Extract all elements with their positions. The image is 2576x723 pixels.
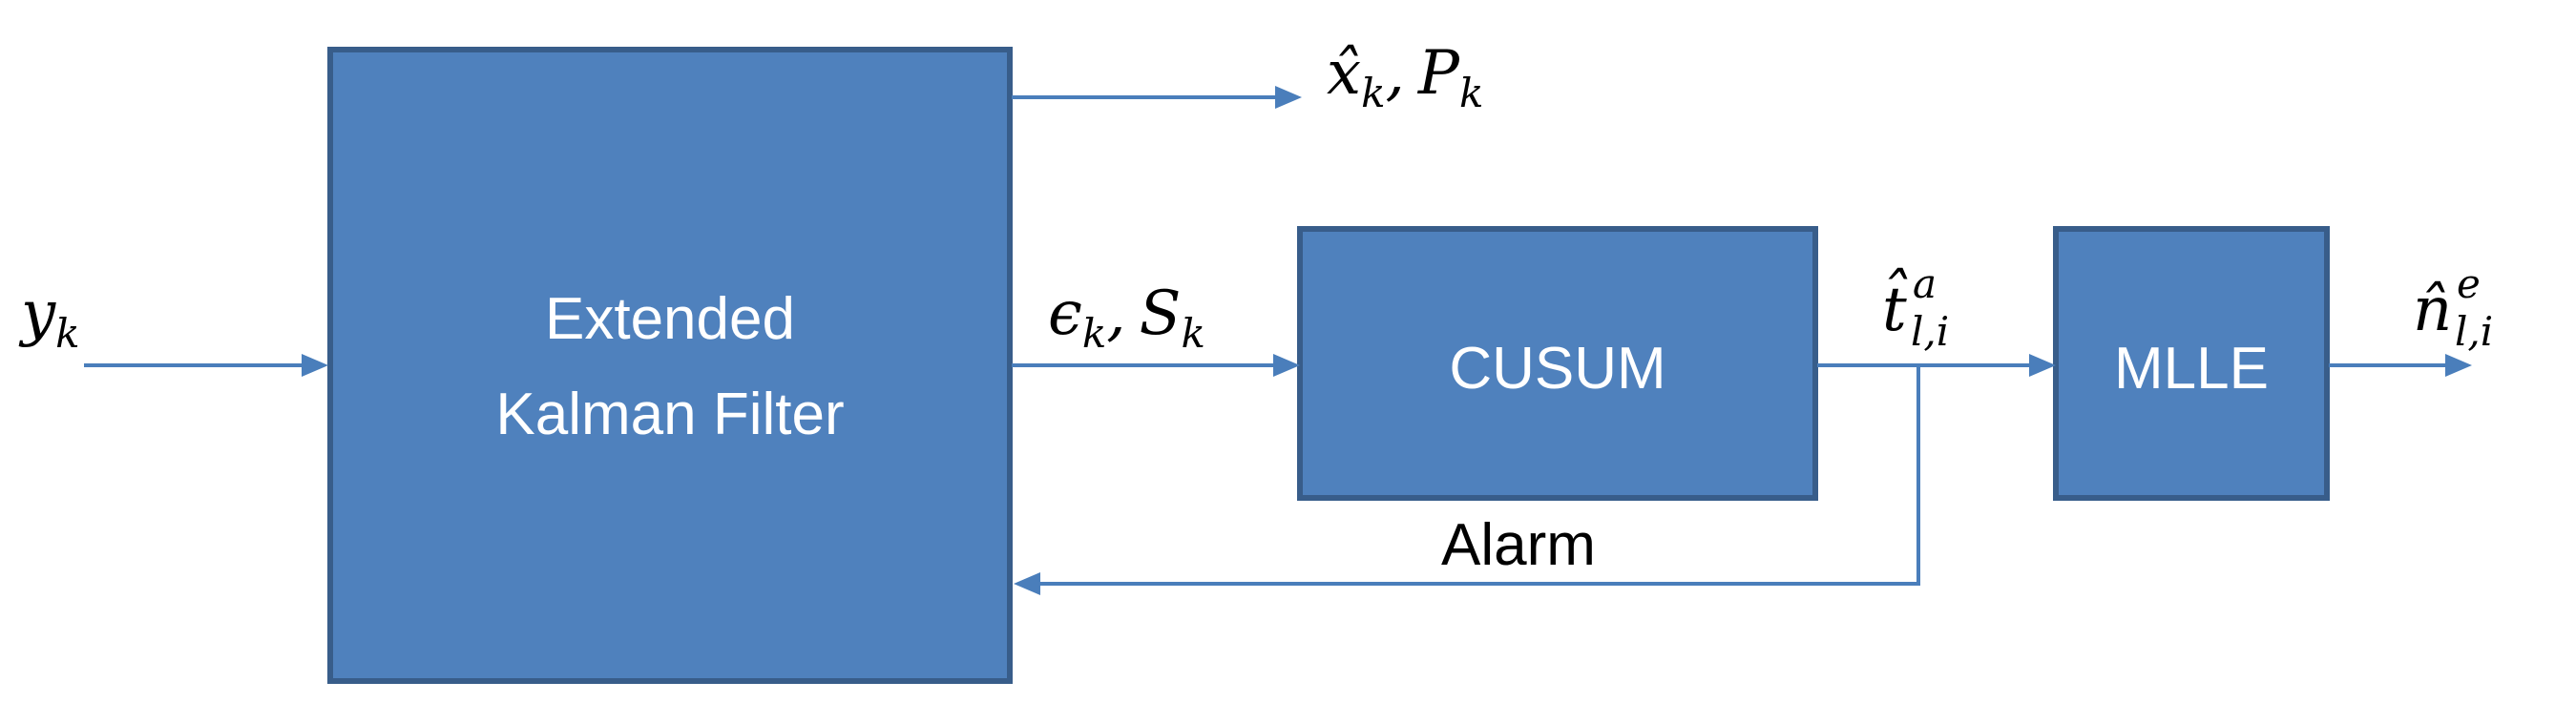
ekf-label-line2: Kalman Filter [495,382,844,447]
innovation-arrow [1012,354,1300,377]
input-arrow [84,354,328,377]
alarm-time-base: t̂ [1882,268,1908,345]
estimate-arrow [2329,354,2472,377]
estimate-sub: l,i [2455,308,2493,355]
ekf-block: Extended Kalman Filter [327,47,1013,684]
alarm-time-sub: l,i [1911,308,1949,355]
estimate-arrowhead [2445,354,2472,377]
state-output-arrowhead [1275,86,1302,109]
input-arrowhead [302,354,328,377]
alarm-time-arrow [1817,354,2056,377]
cusum-label: CUSUM [1449,336,1665,402]
feedback-label: Alarm [1441,512,1596,578]
ekf-block-rect [327,47,1013,684]
alarm-time-label: t̂ a l,i [1882,260,1949,355]
cusum-block-rect [1297,226,1818,501]
state-output-label: x̂k,Pk [1327,38,1483,116]
innovation-label: ϵk,Sk [1048,279,1205,357]
feedback-arrowhead [1014,572,1040,595]
state-output-arrow [1012,86,1302,109]
alarm-time-arrowhead [2029,354,2056,377]
ekf-label-line1: Extended [545,286,795,352]
cusum-block: CUSUM [1297,226,1818,501]
estimate-base: n̂ [2413,275,2452,345]
mlle-block: MLLE [2053,226,2330,501]
estimate-label: n̂ e l,i [2413,260,2493,355]
mlle-block-rect [2053,226,2330,501]
input-signal-label: yk [18,279,80,357]
innovation-arrowhead [1273,354,1300,377]
mlle-label: MLLE [2114,336,2269,402]
estimate-sup: e [2457,260,2481,307]
feedback-arrow [1014,365,1920,595]
alarm-time-sup: a [1913,260,1937,307]
